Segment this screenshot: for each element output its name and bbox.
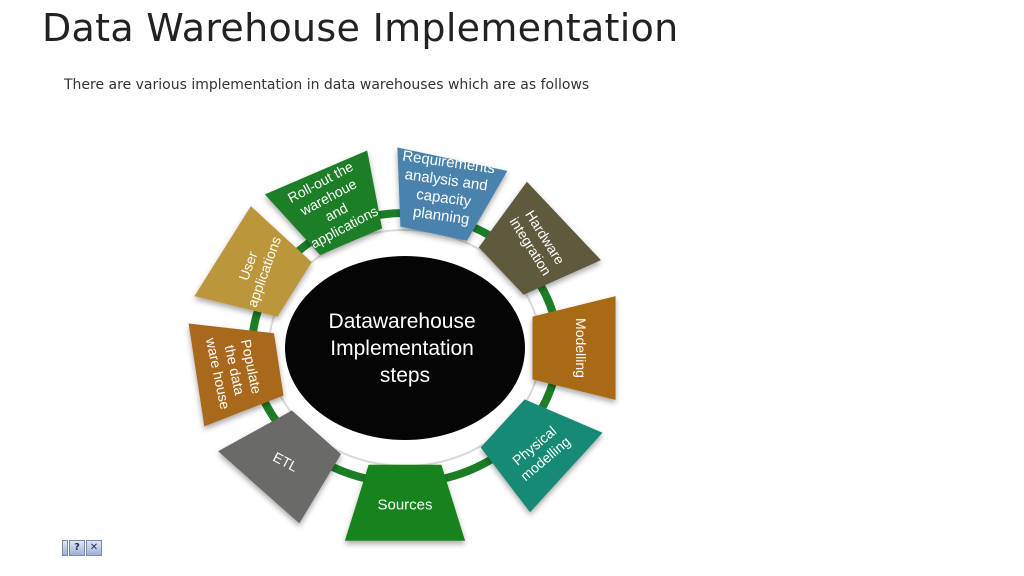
- center-disc: [285, 256, 525, 440]
- segment-user-apps: [194, 206, 312, 317]
- segment-physical: [480, 399, 603, 513]
- segment-rollout: [264, 150, 383, 255]
- slide-title: Data Warehouse Implementation: [42, 6, 679, 50]
- slide-subtitle: There are various implementation in data…: [64, 77, 590, 93]
- segment-populate: [188, 323, 284, 427]
- center-label: Datawarehouse Implementation steps: [329, 310, 482, 387]
- footer-icon-strip: ? ✕: [62, 540, 102, 556]
- center-label-line-2: Implementation: [330, 337, 474, 360]
- segment-label-modelling: Modelling: [573, 318, 589, 378]
- center-label-line-3: steps: [380, 364, 430, 387]
- segment-modelling: [532, 296, 616, 400]
- segment-label-line: Sources: [377, 497, 432, 514]
- center-label-line-1: Datawarehouse: [329, 310, 476, 333]
- help-icon[interactable]: ?: [69, 540, 85, 556]
- implementation-steps-diagram: Requirementsanalysis andcapacityplanning…: [188, 147, 616, 541]
- close-icon[interactable]: ✕: [86, 540, 102, 556]
- segment-label-line: Modelling: [573, 318, 589, 378]
- segment-requirements: [397, 147, 508, 241]
- segment-hardware: [478, 181, 601, 295]
- segment-etl: [218, 410, 342, 524]
- segment-sources: [344, 464, 466, 541]
- segment-label-sources: Sources: [377, 497, 432, 514]
- bar-icon[interactable]: [62, 540, 68, 556]
